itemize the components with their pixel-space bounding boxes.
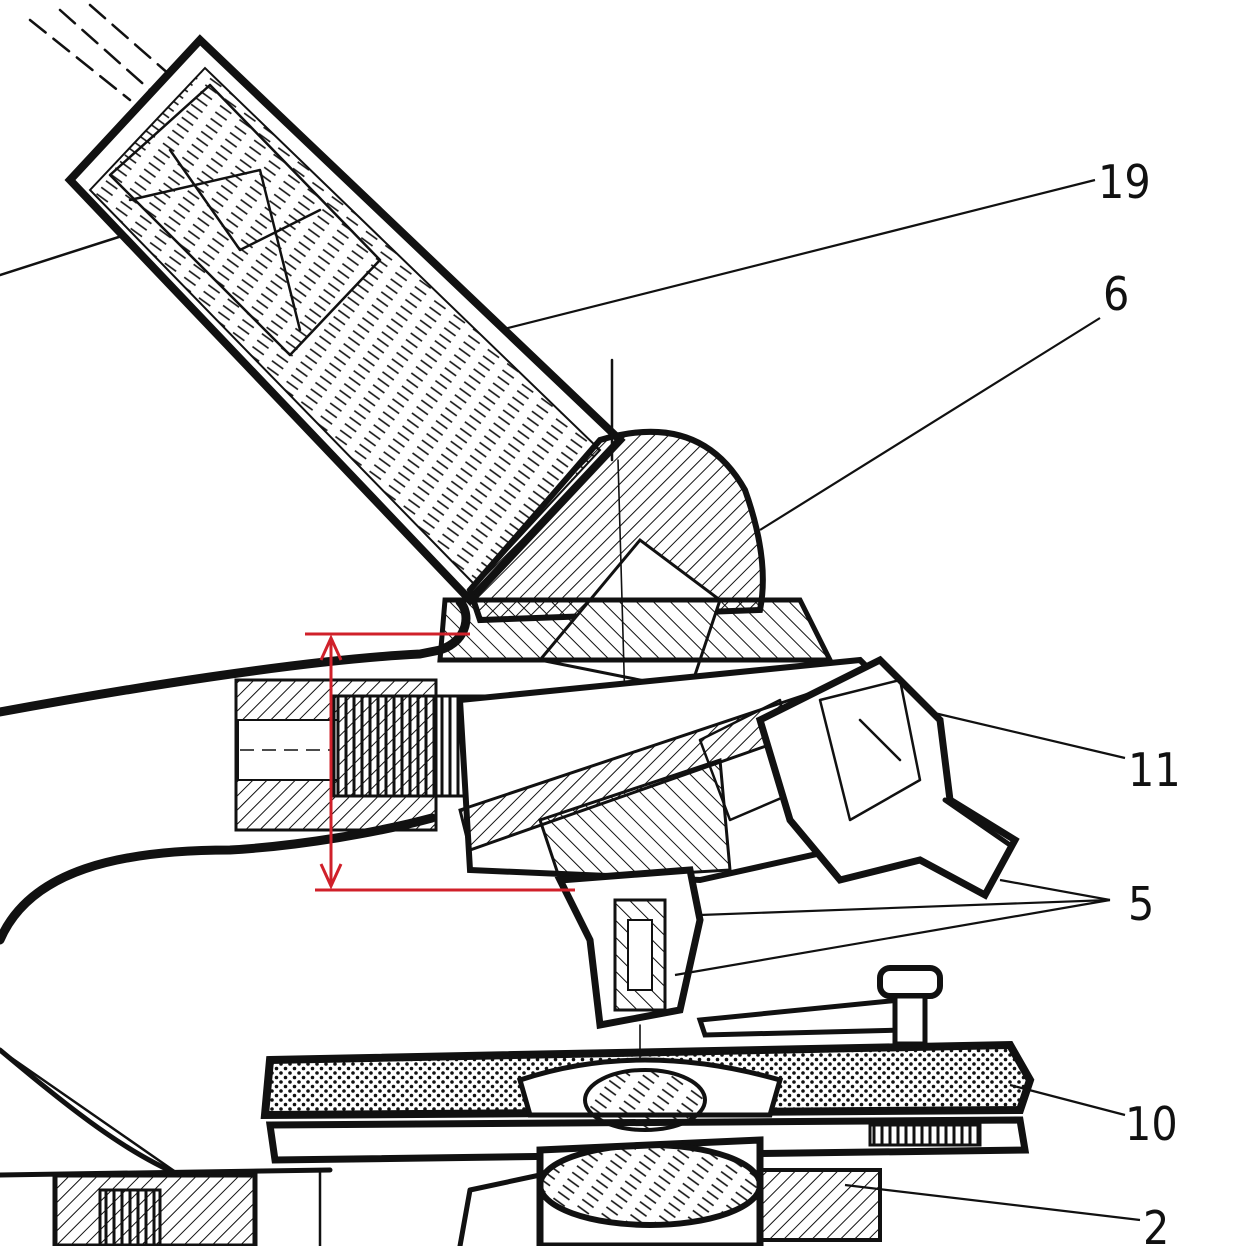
measurement-marker [305,632,575,892]
callout-5: 5 [1128,877,1154,931]
side-objective [755,655,1020,900]
prism-head [437,358,835,881]
leader-5a [999,878,1111,902]
leader-5c [674,898,1111,977]
callout-11: 11 [1128,743,1181,797]
leader-2 [844,1183,1141,1222]
stage [260,1040,1035,1164]
stage-clip [696,965,943,1047]
base [0,1167,333,1246]
leader-lines [499,178,1141,1222]
callout-10: 10 [1125,1097,1178,1151]
callout-2: 2 [1143,1201,1169,1246]
eyepiece-tube [0,3,626,606]
lower-objective [554,866,704,1061]
leader-19 [499,178,1096,332]
callout-labels: 19 6 11 5 10 2 [1098,155,1181,1246]
callout-19: 19 [1098,155,1151,209]
leader-6 [759,317,1101,531]
condenser [457,1136,882,1246]
leader-10 [1009,1083,1126,1117]
leader-11 [929,710,1126,760]
leader-5b [699,898,1111,917]
callout-6: 6 [1103,267,1129,321]
